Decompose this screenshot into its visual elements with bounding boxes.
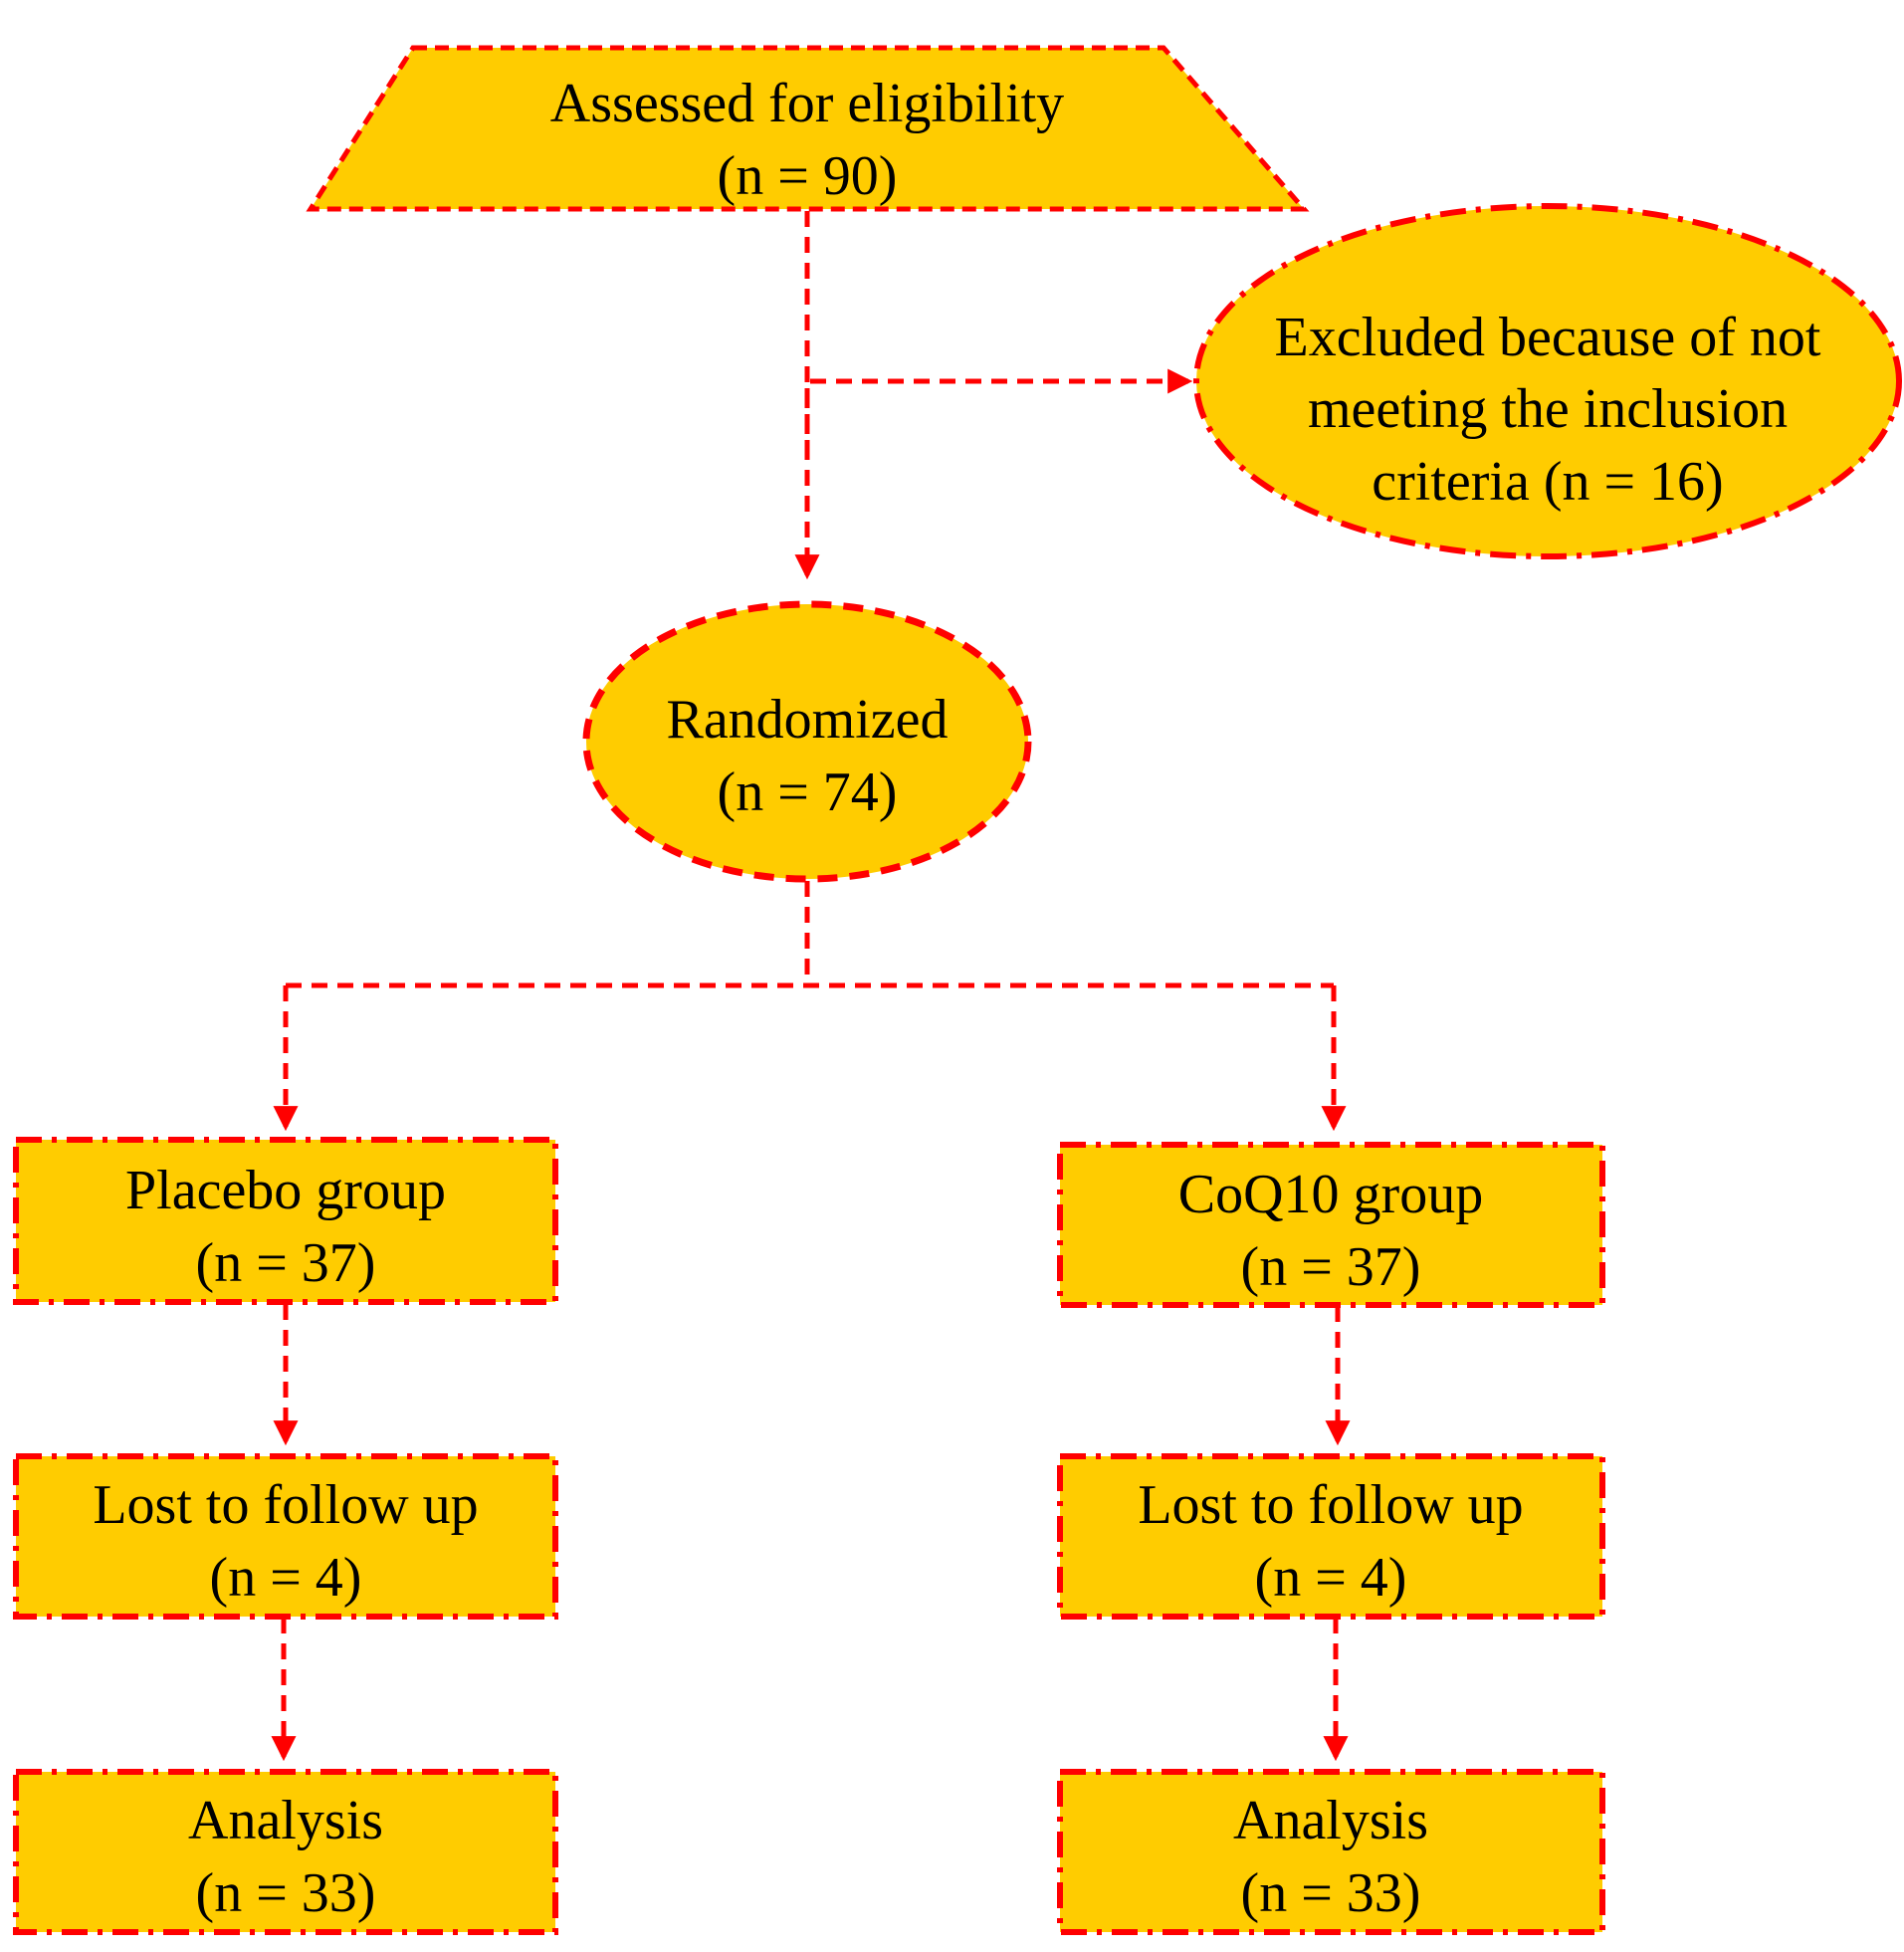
coq10-group-count: (n = 37) [1241,1236,1421,1298]
placebo-analysis-label: Analysis [188,1790,383,1851]
coq10-group-label: CoQ10 group [1178,1164,1483,1225]
node-placebo-analysis: Analysis (n = 33) [13,1769,558,1935]
placebo-group-box [13,1137,558,1305]
excluded-ellipse [1193,203,1902,559]
coq10-lost-count: (n = 4) [1255,1547,1407,1609]
randomized-label: Randomized [666,689,948,751]
placebo-group-count: (n = 37) [196,1232,376,1294]
coq10-analysis-label: Analysis [1233,1790,1428,1851]
node-coq10-analysis: Analysis (n = 33) [1057,1769,1605,1935]
placebo-lost-count: (n = 4) [210,1547,362,1609]
placebo-analysis-count: (n = 33) [196,1862,376,1924]
coq10-lost-label: Lost to follow up [1138,1474,1523,1536]
placebo-lost-label: Lost to follow up [93,1474,478,1536]
placebo-lost-box [13,1453,558,1620]
placebo-group-label: Placebo group [125,1160,446,1221]
node-placebo-lost: Lost to follow up (n = 4) [13,1453,558,1620]
coq10-analysis-box [1057,1769,1605,1935]
edge-to-excluded [804,368,1193,456]
coq10-group-box [1057,1142,1605,1308]
placebo-analysis-box [13,1769,558,1935]
excluded-line-2: meeting the inclusion [1308,378,1788,440]
node-coq10-group: CoQ10 group (n = 37) [1057,1142,1605,1308]
assessed-label: Assessed for eligibility [550,73,1064,134]
node-placebo-group: Placebo group (n = 37) [13,1137,558,1305]
assessed-trapezoid [306,45,1310,212]
excluded-line-3: criteria (n = 16) [1372,451,1723,513]
coq10-analysis-count: (n = 33) [1241,1862,1421,1924]
randomized-ellipse [582,600,1032,883]
coq10-lost-box [1057,1453,1605,1620]
node-assessed: Assessed for eligibility (n = 90) [306,45,1310,212]
connectors [271,211,1351,1762]
node-coq10-lost: Lost to follow up (n = 4) [1057,1453,1605,1620]
excluded-line-1: Excluded because of not [1275,307,1821,368]
node-randomized: Randomized (n = 74) [582,600,1032,883]
randomized-count: (n = 74) [718,761,898,823]
assessed-count: (n = 90) [718,145,898,207]
node-excluded: Excluded because of not meeting the incl… [1193,203,1902,559]
